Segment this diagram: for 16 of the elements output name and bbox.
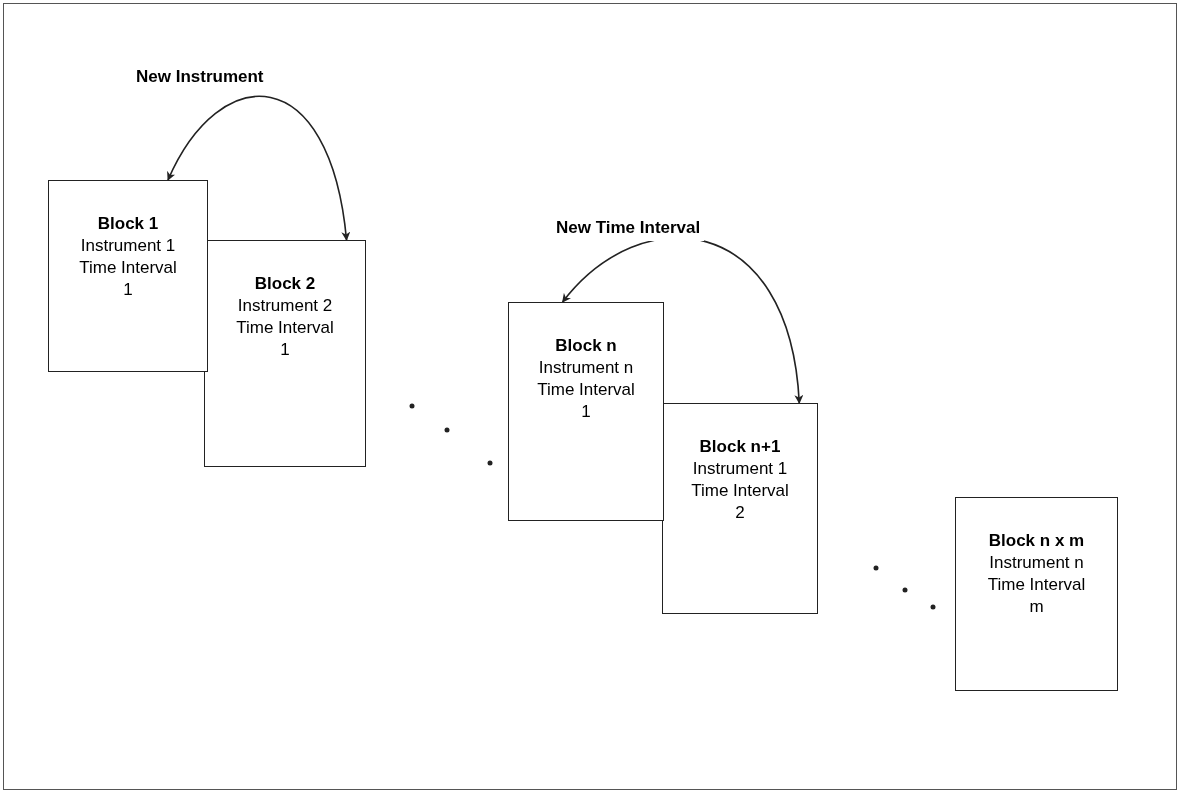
block-description: Instrument 2 Time Interval 1 (235, 295, 335, 361)
block-description: Instrument n Time Interval 1 (536, 357, 636, 423)
block-box (204, 240, 366, 467)
block-box (48, 180, 208, 372)
block-description: Instrument n Time Interval m (986, 552, 1087, 618)
block-description: Instrument 1 Time Interval 1 (78, 235, 178, 301)
block-box (508, 302, 664, 521)
block-title: Block n x m (988, 530, 1085, 552)
block-description: Instrument 1 Time Interval 2 (690, 458, 790, 524)
block-box (662, 403, 818, 614)
block-title: Block 2 (254, 273, 316, 295)
curved-arrow (167, 96, 350, 241)
block-title: Block n (555, 335, 617, 357)
block-title: Block 1 (97, 213, 159, 235)
block-box (955, 497, 1118, 691)
block-title: Block n+1 (699, 436, 781, 458)
